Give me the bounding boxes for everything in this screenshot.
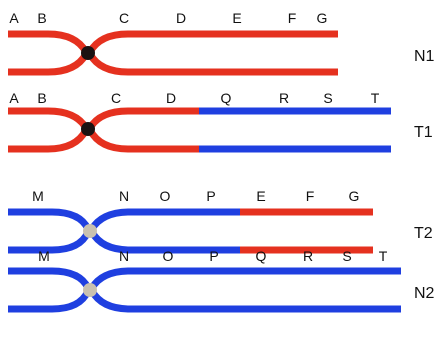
gene-label: T (379, 248, 388, 264)
gene-label: G (317, 10, 328, 26)
gene-label: Q (256, 248, 267, 264)
right-arm-top (92, 271, 401, 288)
gene-label: T (371, 90, 380, 106)
row-label-t2: T2 (414, 225, 433, 242)
right-arm-bottom (90, 54, 338, 72)
right-arm-top-red (90, 111, 199, 128)
gene-label: D (166, 90, 176, 106)
gene-label: N (119, 248, 129, 264)
gene-label: P (206, 188, 215, 204)
gene-label: C (111, 90, 121, 106)
gene-label: S (342, 248, 351, 264)
left-arm-top (8, 111, 86, 128)
gene-label: M (32, 188, 44, 204)
gene-label: E (232, 10, 241, 26)
right-arm-top-blue (92, 212, 240, 229)
gene-label: O (160, 188, 171, 204)
gene-label: E (256, 188, 265, 204)
left-arm-top (8, 271, 88, 288)
row-label-n1: N1 (414, 48, 435, 65)
left-arm-bottom (8, 291, 88, 309)
gene-label: D (176, 10, 186, 26)
centromere (83, 283, 97, 297)
gene-label: Q (221, 90, 232, 106)
gene-label: S (323, 90, 332, 106)
right-arm-bottom (92, 291, 401, 309)
centromere (81, 46, 95, 60)
gene-label: R (303, 248, 313, 264)
gene-label: P (209, 248, 218, 264)
chromosome-n2: M N O P Q R S T N2 (8, 248, 435, 309)
gene-label: M (38, 248, 50, 264)
gene-label: R (279, 90, 289, 106)
row-label-t1: T1 (414, 124, 433, 141)
gene-label: N (119, 188, 129, 204)
right-arm-top (90, 34, 338, 52)
chromosome-t1: A B C D Q R S T T1 (8, 90, 433, 149)
centromere (83, 224, 97, 238)
centromere (81, 122, 95, 136)
left-arm-top (8, 212, 88, 229)
gene-label: O (163, 248, 174, 264)
gene-label: A (9, 10, 19, 26)
left-arm-top (8, 34, 86, 52)
chromosome-t2: M N O P E F G T2 (8, 188, 433, 250)
gene-label: B (37, 10, 46, 26)
gene-label: B (37, 90, 46, 106)
left-arm-bottom (8, 54, 86, 72)
gene-label: C (119, 10, 129, 26)
gene-label: G (349, 188, 360, 204)
gene-label: F (306, 188, 315, 204)
gene-label: F (288, 10, 297, 26)
gene-label: A (9, 90, 19, 106)
left-arm-bottom (8, 130, 86, 149)
right-arm-bottom-red (90, 130, 199, 149)
chromosome-n1: A B C D E F G N1 (8, 10, 435, 72)
row-label-n2: N2 (414, 285, 435, 302)
